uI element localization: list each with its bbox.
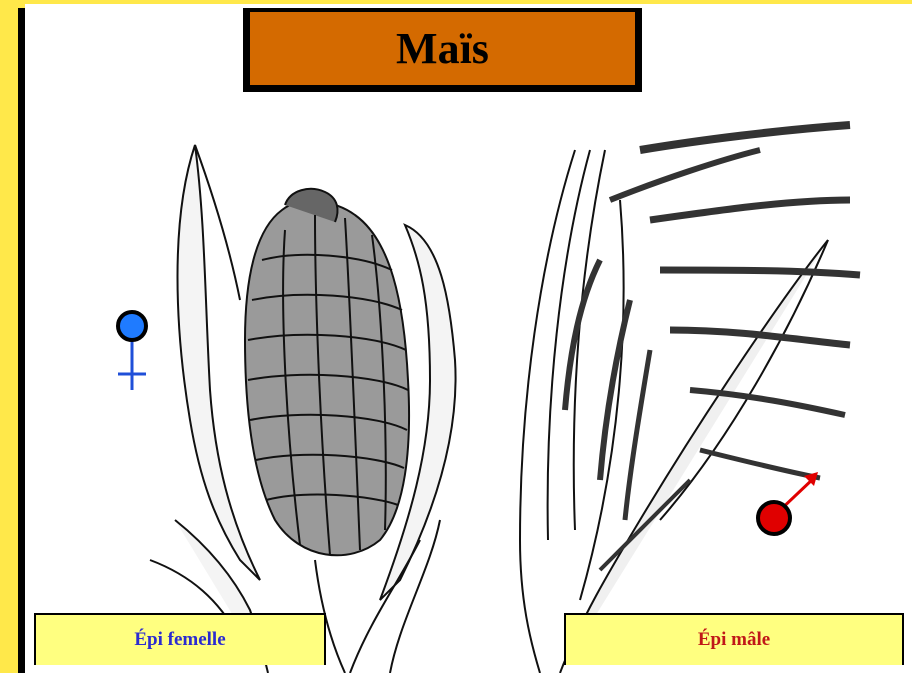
mars-symbol-icon	[748, 462, 824, 544]
male-ear-label: Épi mâle	[698, 629, 770, 651]
male-label-box: Épi mâle	[564, 613, 904, 665]
female-ear-label: Épi femelle	[134, 629, 225, 651]
female-label-background: Épi femelle	[36, 615, 324, 665]
female-label-box: Épi femelle	[34, 613, 326, 665]
title-box: Maïs	[243, 8, 642, 92]
title-background: Maïs	[250, 12, 635, 85]
page-title: Maïs	[396, 23, 489, 74]
male-label-background: Épi mâle	[566, 615, 902, 665]
venus-symbol-icon	[108, 308, 156, 394]
